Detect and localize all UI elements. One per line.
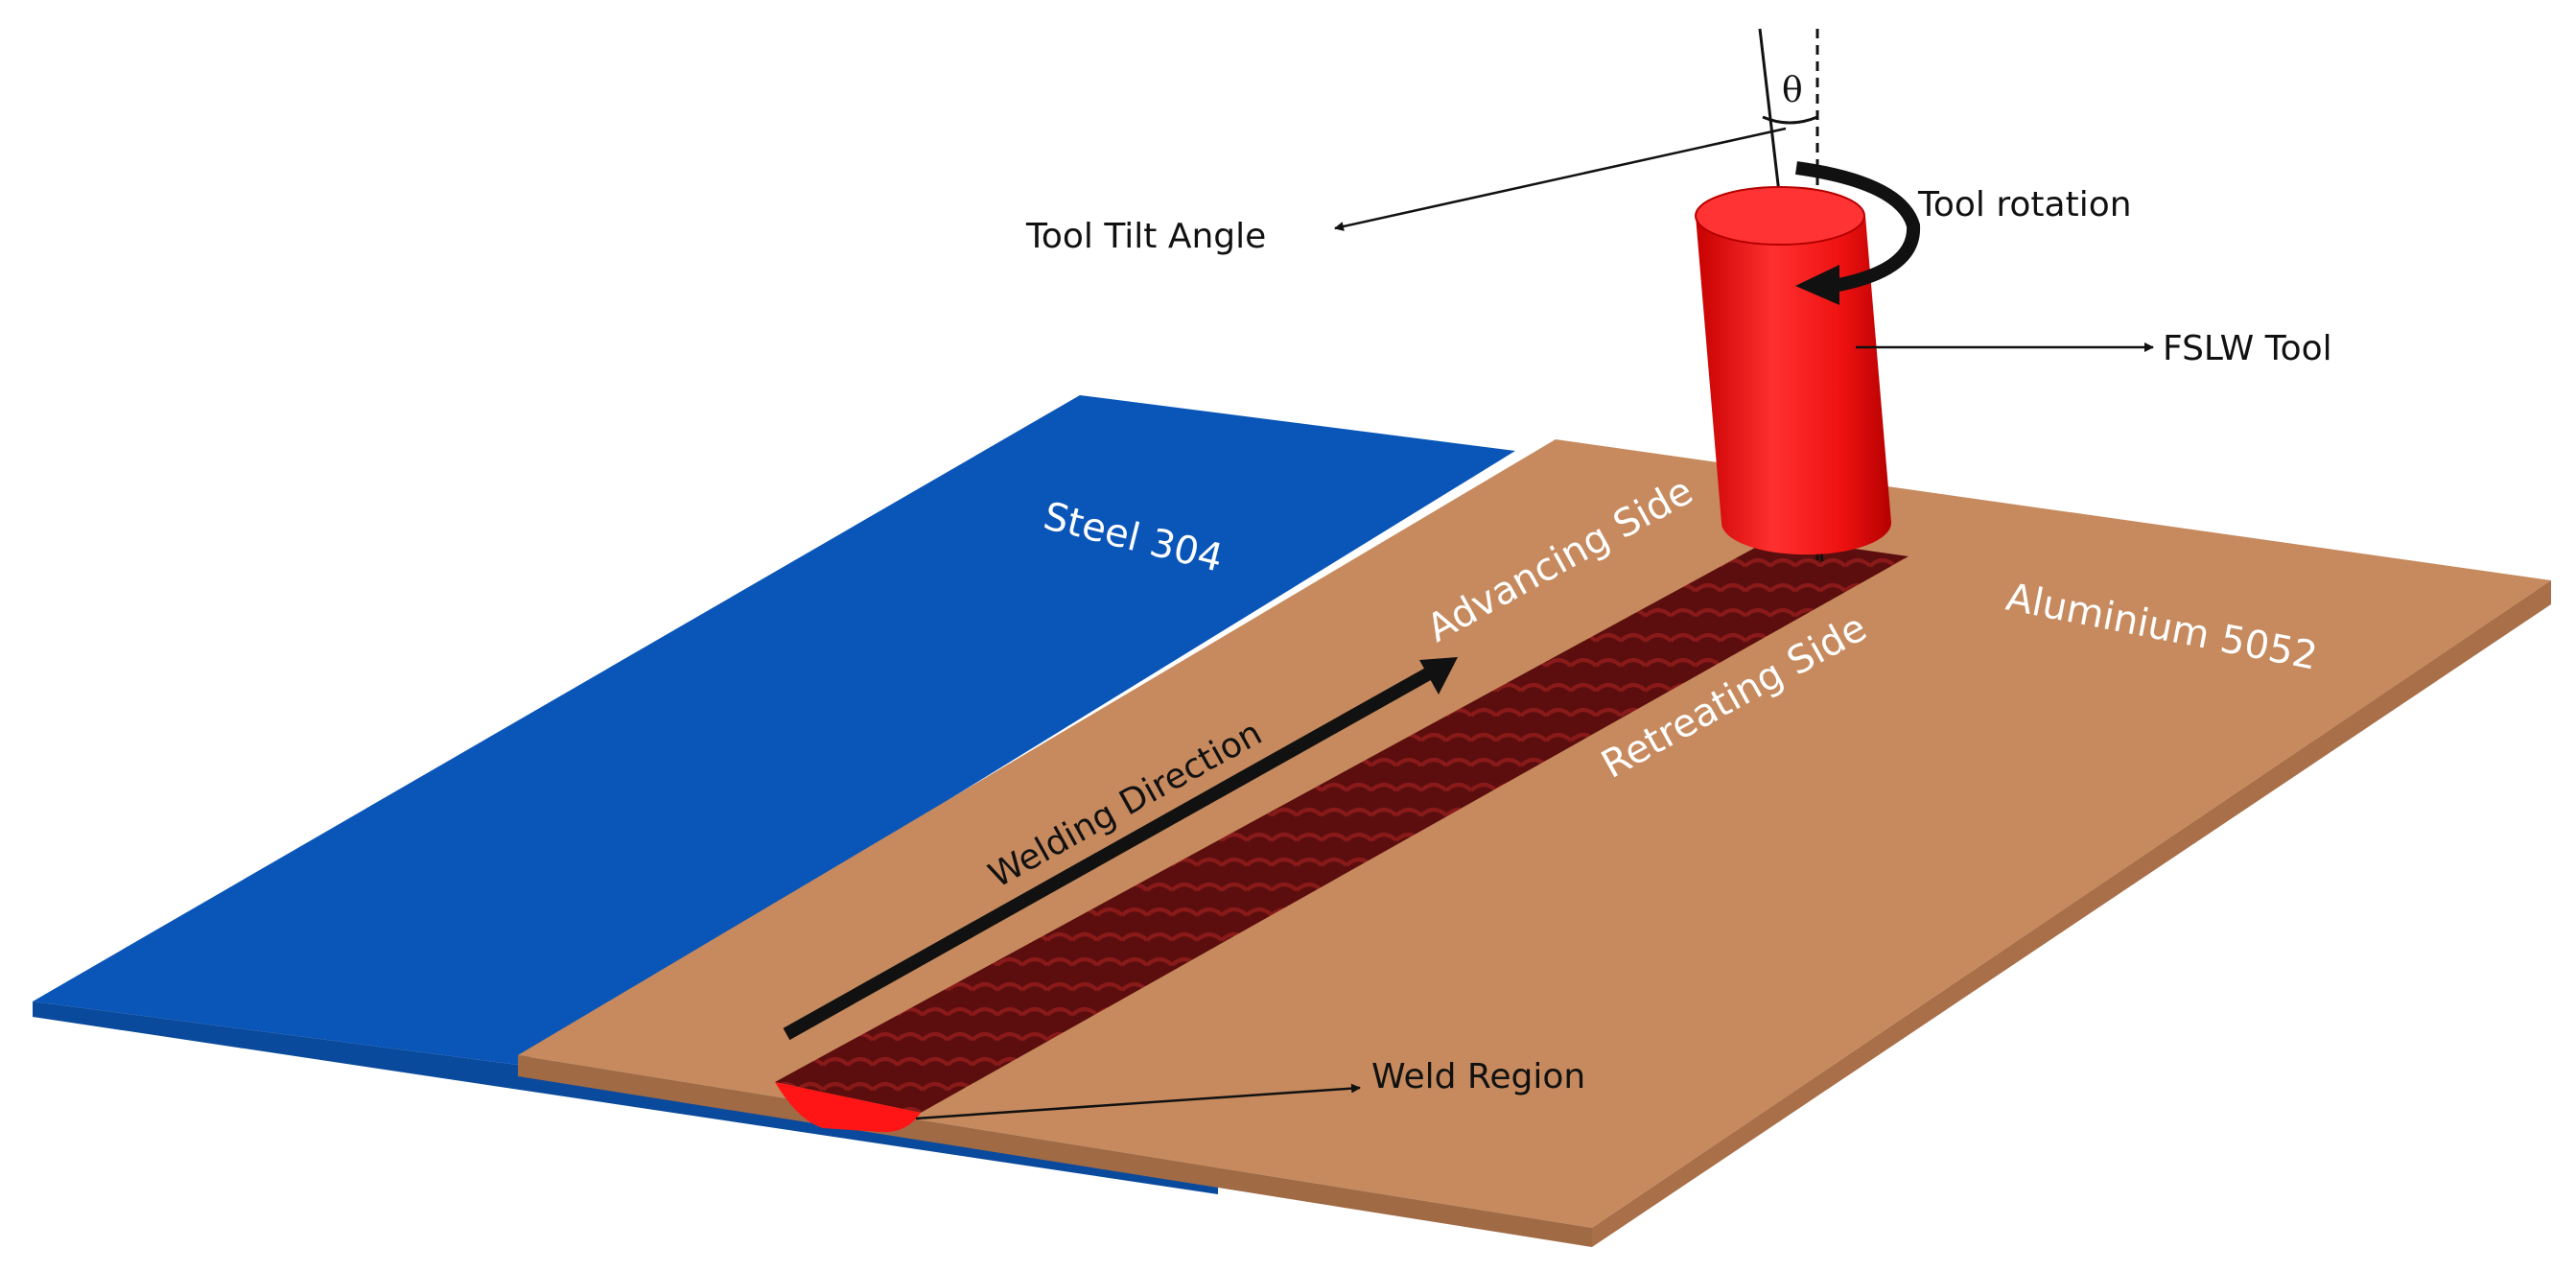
steel-plate	[33, 395, 1515, 1194]
aluminium-plate-edge	[518, 1055, 1592, 1247]
weld-region	[775, 1082, 921, 1133]
tool-cylinder-top	[1695, 186, 1865, 246]
weld-track	[775, 537, 1909, 1133]
tool-tilt-angle-label: Tool Tilt Angle	[1025, 217, 1266, 256]
theta-label: θ	[1782, 71, 1803, 110]
tilt-angle-pointer	[1334, 127, 1787, 231]
steel-plate-top	[33, 395, 1515, 1065]
pointer-lines	[915, 127, 2154, 1120]
aluminium-plate-side	[1592, 580, 2551, 1247]
tool-cylinder-body	[1696, 216, 1891, 555]
theta-arc	[1762, 115, 1818, 125]
weld-region-label: Weld Region	[1371, 1057, 1585, 1096]
weld-track-surface	[775, 537, 1909, 1113]
tool-rotation-arrow	[1795, 161, 1921, 305]
steel-plate-edge	[33, 1001, 1218, 1194]
tool-rotation-label: Tool rotation	[1917, 185, 2132, 224]
fslw-tool-label: FSLW Tool	[2163, 329, 2332, 368]
fslw-tool	[1695, 186, 1891, 555]
welding-direction-arrow	[783, 657, 1458, 1041]
weld-region-pointer	[915, 1083, 1361, 1120]
